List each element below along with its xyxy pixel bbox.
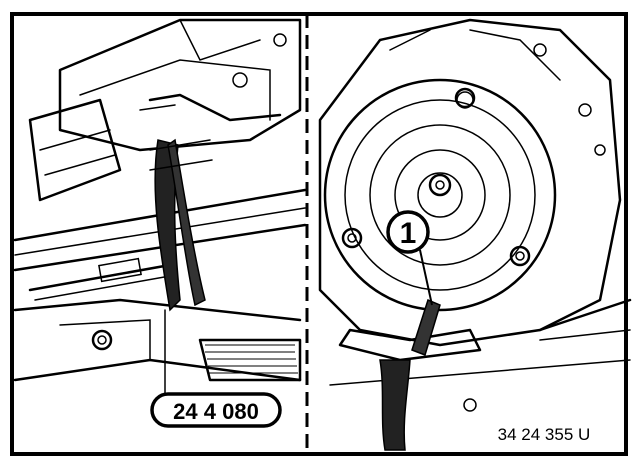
- callout-number: 1: [400, 217, 417, 250]
- right-panel-drawing: [318, 18, 632, 451]
- callout-leader: [419, 249, 433, 306]
- left-panel-drawing: [13, 18, 307, 396]
- tool-number-text: 24 4 080: [173, 399, 259, 424]
- figure-code: 34 24 355 U: [498, 425, 591, 444]
- callout-marker: 1: [386, 210, 430, 254]
- tool-number-label: 24 4 080: [150, 392, 282, 428]
